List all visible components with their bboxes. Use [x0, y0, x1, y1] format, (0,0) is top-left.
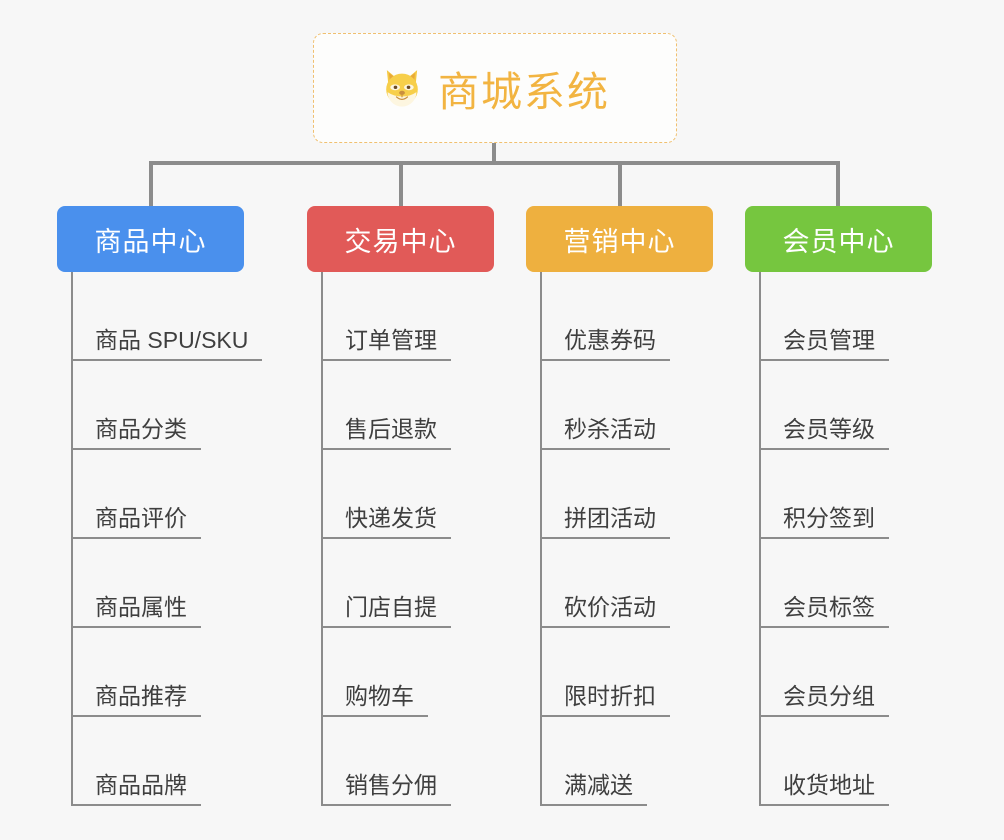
list-item[interactable]: 门店自提: [307, 539, 494, 628]
branch-product-center: 商品中心 商品 SPU/SKU 商品分类 商品评价 商品属性 商品推荐 商品品牌: [57, 206, 263, 806]
list-item[interactable]: 会员管理: [745, 272, 932, 361]
list-item[interactable]: 满减送: [526, 717, 713, 806]
list-item[interactable]: 商品评价: [57, 450, 244, 539]
list-item[interactable]: 订单管理: [307, 272, 494, 361]
shiba-dog-face-icon: [380, 66, 424, 110]
list-item[interactable]: 销售分佣: [307, 717, 494, 806]
branch-trunk-1: [71, 272, 73, 806]
connector-horizontal-bus: [149, 161, 840, 165]
leaf-label: 会员管理: [759, 327, 889, 361]
list-item[interactable]: 商品 SPU/SKU: [57, 272, 263, 361]
leaf-label: 订单管理: [321, 327, 451, 361]
leaf-label: 商品属性: [71, 594, 201, 628]
branch-header-label: 营销中心: [563, 226, 676, 257]
branch-header-member-center[interactable]: 会员中心: [745, 206, 932, 272]
branch-marketing-center: 营销中心 优惠券码 秒杀活动 拼团活动 砍价活动 限时折扣 满减送: [526, 206, 713, 806]
connector-branch-drop-3: [618, 161, 622, 207]
list-item[interactable]: 秒杀活动: [526, 361, 713, 450]
leaf-label: 满减送: [540, 772, 647, 806]
list-item[interactable]: 商品品牌: [57, 717, 244, 806]
leaf-label: 商品分类: [71, 416, 201, 450]
branch-header-trade-center[interactable]: 交易中心: [307, 206, 494, 272]
leaf-label: 限时折扣: [540, 683, 670, 717]
branch-header-marketing-center[interactable]: 营销中心: [526, 206, 713, 272]
list-item[interactable]: 会员等级: [745, 361, 932, 450]
branch-trade-center: 交易中心 订单管理 售后退款 快递发货 门店自提 购物车 销售分佣: [307, 206, 494, 806]
branch-header-label: 交易中心: [344, 226, 457, 257]
leaf-label: 购物车: [321, 683, 428, 717]
list-item[interactable]: 拼团活动: [526, 450, 713, 539]
leaf-label: 积分签到: [759, 505, 889, 539]
leaf-label: 快递发货: [321, 505, 451, 539]
branch-trunk-3: [540, 272, 542, 806]
list-item[interactable]: 商品分类: [57, 361, 244, 450]
list-item[interactable]: 购物车: [307, 628, 494, 717]
list-item[interactable]: 限时折扣: [526, 628, 713, 717]
leaf-label: 销售分佣: [321, 772, 451, 806]
list-item[interactable]: 商品属性: [57, 539, 244, 628]
connector-branch-drop-2: [399, 161, 403, 207]
list-item[interactable]: 售后退款: [307, 361, 494, 450]
leaf-label: 商品推荐: [71, 683, 201, 717]
leaf-label: 砍价活动: [540, 594, 670, 628]
branch-header-label: 商品中心: [94, 226, 207, 257]
leaf-label: 秒杀活动: [540, 416, 670, 450]
branch-header-product-center[interactable]: 商品中心: [57, 206, 244, 272]
list-item[interactable]: 会员标签: [745, 539, 932, 628]
leaf-label: 会员标签: [759, 594, 889, 628]
root-title: 商城系统: [438, 69, 610, 115]
list-item[interactable]: 收货地址: [745, 717, 932, 806]
list-item[interactable]: 快递发货: [307, 450, 494, 539]
leaf-label: 商品品牌: [71, 772, 201, 806]
list-item[interactable]: 会员分组: [745, 628, 932, 717]
connector-branch-drop-1: [149, 161, 153, 207]
leaf-label: 会员分组: [759, 683, 889, 717]
branch-body-product-center: 商品 SPU/SKU 商品分类 商品评价 商品属性 商品推荐 商品品牌: [57, 272, 263, 806]
branch-trunk-4: [759, 272, 761, 806]
branch-member-center: 会员中心 会员管理 会员等级 积分签到 会员标签 会员分组 收货地址: [745, 206, 932, 806]
leaf-label: 会员等级: [759, 416, 889, 450]
list-item[interactable]: 商品推荐: [57, 628, 244, 717]
branch-body-marketing-center: 优惠券码 秒杀活动 拼团活动 砍价活动 限时折扣 满减送: [526, 272, 713, 806]
list-item[interactable]: 优惠券码: [526, 272, 713, 361]
leaf-label: 收货地址: [759, 772, 889, 806]
list-item[interactable]: 砍价活动: [526, 539, 713, 628]
branch-body-member-center: 会员管理 会员等级 积分签到 会员标签 会员分组 收货地址: [745, 272, 932, 806]
root-node[interactable]: 商城系统: [313, 33, 677, 143]
leaf-label: 优惠券码: [540, 327, 670, 361]
branch-body-trade-center: 订单管理 售后退款 快递发货 门店自提 购物车 销售分佣: [307, 272, 494, 806]
branch-header-label: 会员中心: [782, 226, 895, 257]
leaf-label: 售后退款: [321, 416, 451, 450]
connector-root-stem: [492, 143, 496, 165]
connector-branch-drop-4: [836, 161, 840, 207]
leaf-label: 商品评价: [71, 505, 201, 539]
leaf-label: 拼团活动: [540, 505, 670, 539]
leaf-label: 商品 SPU/SKU: [71, 327, 263, 361]
leaf-label: 门店自提: [321, 594, 451, 628]
list-item[interactable]: 积分签到: [745, 450, 932, 539]
branch-trunk-2: [321, 272, 323, 806]
